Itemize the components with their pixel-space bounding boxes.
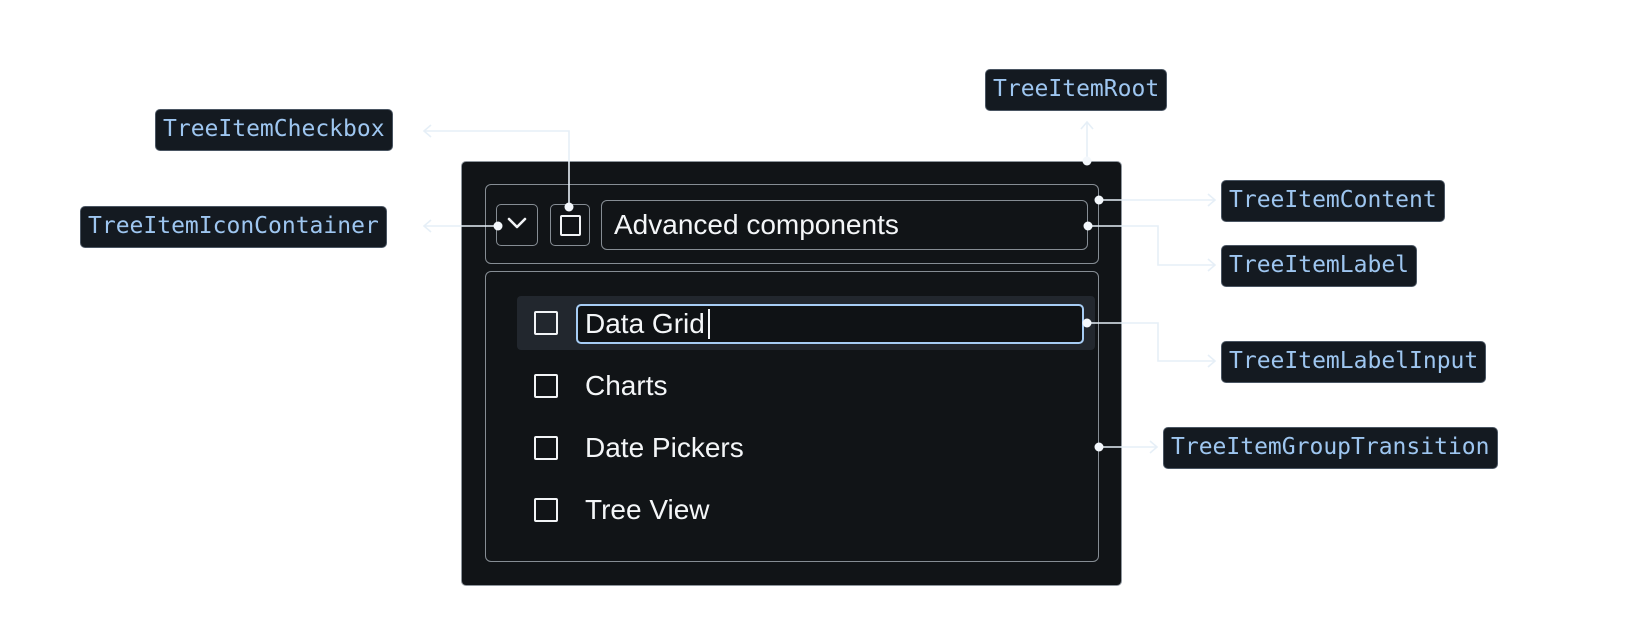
tree-child-label: Tree View <box>585 494 710 525</box>
connector-icon-container-arrow <box>422 219 432 233</box>
tree-item-checkbox[interactable] <box>550 204 590 246</box>
connector-content-arrow <box>1207 193 1217 207</box>
tree-item-content[interactable] <box>485 184 1099 264</box>
connector-root-arrow <box>1080 120 1094 130</box>
callout-tree-item-content: TreeItemContent <box>1221 180 1445 222</box>
label-input-text: Data Grid <box>585 308 705 339</box>
text-caret <box>707 309 710 339</box>
callout-tree-item-label-input: TreeItemLabelInput <box>1221 341 1487 383</box>
tree-item-group-transition <box>485 271 1099 562</box>
connector-group-transition-arrow <box>1149 440 1159 454</box>
tree-child-item[interactable]: Charts <box>517 359 1095 413</box>
callout-tree-item-root: TreeItemRoot <box>985 69 1168 111</box>
callout-tree-item-icon-container: TreeItemIconContainer <box>80 206 387 248</box>
connector-checkbox-arrow <box>422 124 432 138</box>
chevron-down-icon <box>506 216 528 235</box>
callout-tree-item-label: TreeItemLabel <box>1221 245 1418 287</box>
checkbox-icon[interactable] <box>534 311 558 335</box>
tree-child-label: Charts <box>585 370 668 401</box>
checkbox-icon[interactable] <box>534 374 558 398</box>
tree-item-label[interactable]: Advanced components <box>601 200 1088 250</box>
connector-label-input-arrow <box>1207 354 1217 368</box>
tree-item-root <box>461 161 1122 586</box>
callout-tree-item-group-transition: TreeItemGroupTransition <box>1163 427 1498 469</box>
tree-child-item[interactable]: Tree View <box>517 483 1095 537</box>
tree-item-icon-container[interactable] <box>496 204 538 246</box>
tree-child-label: Date Pickers <box>585 432 744 463</box>
checkbox-icon[interactable] <box>534 436 558 460</box>
tree-child-item[interactable]: Data Grid <box>517 296 1095 350</box>
tree-item-label-input[interactable]: Data Grid <box>576 304 1084 344</box>
callout-tree-item-checkbox: TreeItemCheckbox <box>155 109 393 151</box>
connector-label-arrow <box>1207 258 1217 272</box>
tree-child-item[interactable]: Date Pickers <box>517 421 1095 475</box>
checkbox-icon <box>559 214 581 236</box>
checkbox-icon[interactable] <box>534 498 558 522</box>
